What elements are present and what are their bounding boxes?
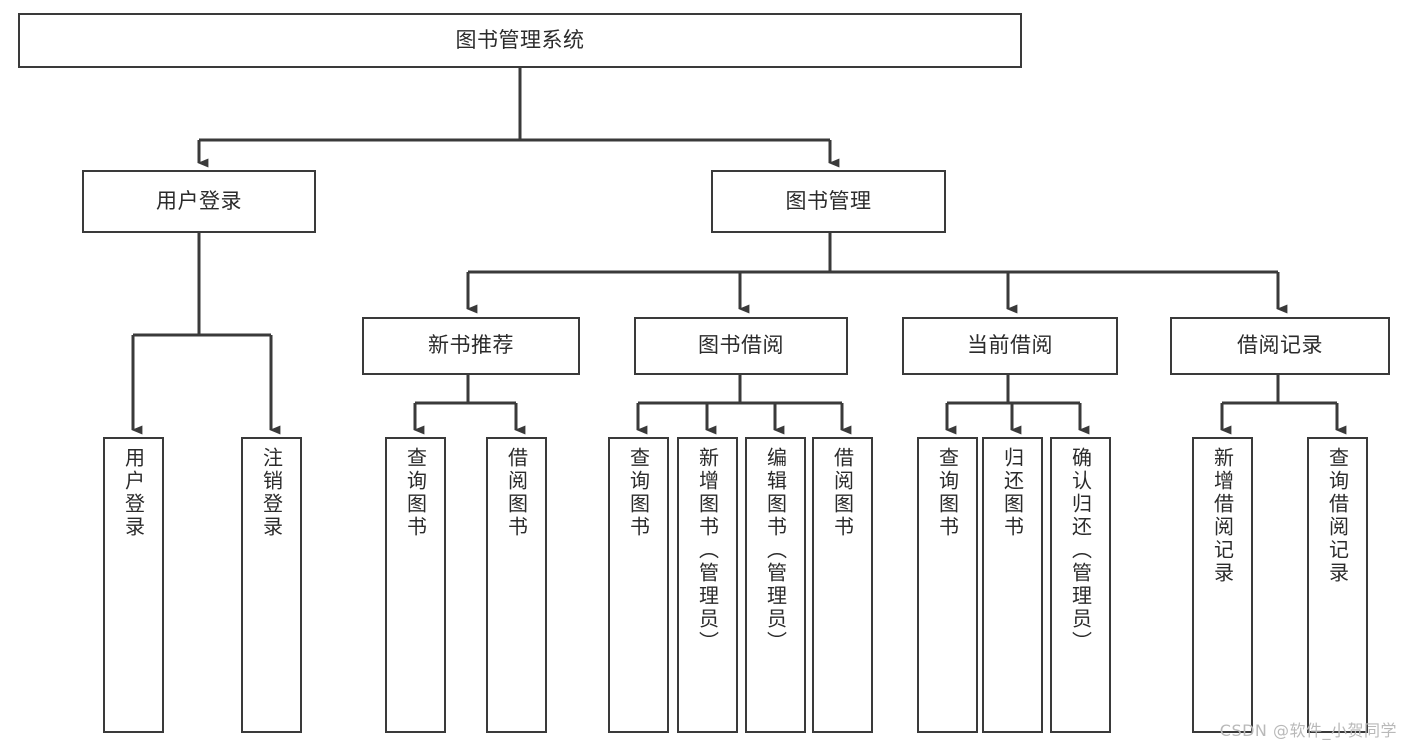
- leaf-user-login-signin[interactable]: 用户登录: [103, 437, 164, 733]
- leaf-current-borrow-confirm[interactable]: 确认归还（管理员）: [1050, 437, 1111, 733]
- node-book-borrow[interactable]: 图书借阅: [634, 317, 848, 375]
- leaf-new-book-borrow[interactable]: 借阅图书: [486, 437, 547, 733]
- leaf-current-borrow-confirm-label: 确认归还（管理员）: [1068, 447, 1093, 654]
- leaf-book-borrow-add[interactable]: 新增图书（管理员）: [677, 437, 738, 733]
- leaf-new-book-query[interactable]: 查询图书: [385, 437, 446, 733]
- node-current-borrow-label: 当前借阅: [967, 333, 1053, 358]
- node-new-book-recommend-label: 新书推荐: [428, 333, 514, 358]
- node-user-login-label: 用户登录: [156, 188, 242, 213]
- node-book-borrow-label: 图书借阅: [698, 333, 784, 358]
- leaf-borrow-record-add-label: 新增借阅记录: [1210, 447, 1235, 585]
- node-borrow-record-label: 借阅记录: [1237, 333, 1323, 358]
- leaf-borrow-record-add[interactable]: 新增借阅记录: [1192, 437, 1253, 733]
- leaf-borrow-record-query-label: 查询借阅记录: [1325, 447, 1350, 585]
- leaf-book-borrow-lend[interactable]: 借阅图书: [812, 437, 873, 733]
- leaf-new-book-query-label: 查询图书: [403, 447, 428, 539]
- node-book-management[interactable]: 图书管理: [711, 170, 946, 233]
- leaf-user-login-signout-label: 注销登录: [259, 447, 284, 539]
- leaf-book-borrow-query[interactable]: 查询图书: [608, 437, 669, 733]
- node-root-system[interactable]: 图书管理系统: [18, 13, 1022, 68]
- node-root-system-label: 图书管理系统: [455, 27, 585, 52]
- leaf-book-borrow-edit-label: 编辑图书（管理员）: [763, 447, 788, 654]
- leaf-current-borrow-query-label: 查询图书: [935, 447, 960, 539]
- leaf-user-login-signout[interactable]: 注销登录: [241, 437, 302, 733]
- leaf-book-borrow-query-label: 查询图书: [626, 447, 651, 539]
- leaf-borrow-record-query[interactable]: 查询借阅记录: [1307, 437, 1368, 733]
- leaf-book-borrow-lend-label: 借阅图书: [830, 447, 855, 539]
- leaf-current-borrow-return-label: 归还图书: [1000, 447, 1025, 539]
- leaf-book-borrow-edit[interactable]: 编辑图书（管理员）: [745, 437, 806, 733]
- node-new-book-recommend[interactable]: 新书推荐: [362, 317, 580, 375]
- node-borrow-record[interactable]: 借阅记录: [1170, 317, 1390, 375]
- leaf-current-borrow-query[interactable]: 查询图书: [917, 437, 978, 733]
- node-current-borrow[interactable]: 当前借阅: [902, 317, 1118, 375]
- node-book-management-label: 图书管理: [785, 188, 872, 213]
- leaf-new-book-borrow-label: 借阅图书: [504, 447, 529, 539]
- leaf-current-borrow-return[interactable]: 归还图书: [982, 437, 1043, 733]
- node-user-login[interactable]: 用户登录: [82, 170, 316, 233]
- leaf-user-login-signin-label: 用户登录: [121, 447, 146, 539]
- leaf-book-borrow-add-label: 新增图书（管理员）: [695, 447, 720, 654]
